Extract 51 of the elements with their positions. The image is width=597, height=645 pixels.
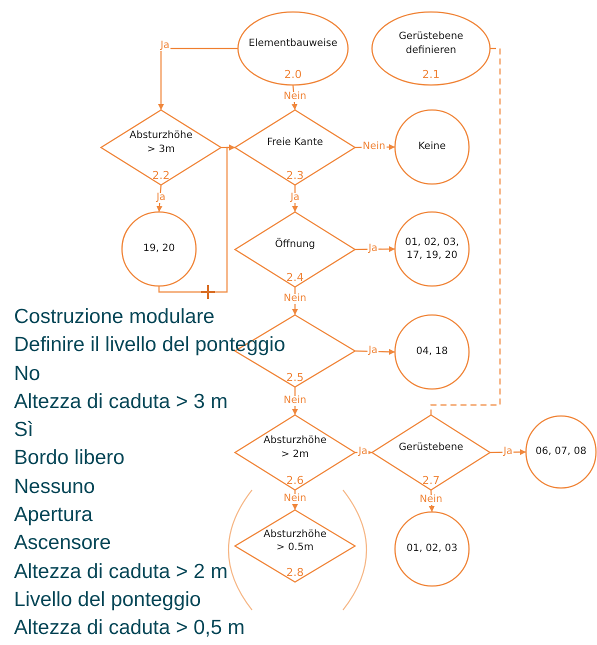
translation-text: Apertura: [14, 502, 93, 528]
edge-label: Nein: [418, 495, 444, 505]
node-label: Öffnung: [274, 238, 316, 252]
node-label: 01, 02, 03: [406, 542, 458, 556]
node-label: Gerüstebene definieren: [398, 30, 464, 57]
step-number: 2.7: [421, 475, 441, 486]
translation-text: Bordo libero: [14, 445, 125, 472]
edge-label: Ja: [367, 244, 379, 254]
connector-line: [430, 48, 501, 415]
node-label: Absturzhöhe > 0.5m: [262, 528, 328, 554]
step-number: 2.6: [285, 475, 305, 486]
translation-text: Altezza di caduta > 3 m: [14, 388, 228, 415]
translation-text: Livello del ponteggio: [14, 586, 201, 613]
edge-label: Ja: [289, 193, 301, 203]
arrow: [158, 144, 235, 293]
node-label: Gerüstebene: [398, 440, 464, 454]
node-label: Absturzhöhe > 3m: [128, 129, 194, 156]
step-number: 2.3: [285, 170, 305, 181]
arrow: [158, 48, 238, 110]
step-number: 2.5: [285, 372, 305, 383]
translation-text: Costruzione modulare: [14, 304, 215, 330]
node-label: Elementbauweise: [248, 36, 338, 50]
edge-label: Ja: [159, 41, 171, 51]
edge-label: Ja: [155, 193, 167, 203]
translation-text: No: [14, 360, 40, 387]
edge-label: Ja: [357, 447, 369, 457]
node-label: Keine: [418, 140, 446, 154]
node-label: 01, 02, 03, 17, 19, 20: [404, 236, 460, 262]
edge-label: Nein: [282, 294, 308, 304]
arrow: [156, 184, 162, 212]
step-number: 2.2: [151, 170, 171, 181]
node-label: 19, 20: [143, 242, 175, 256]
edge-label: Nein: [362, 142, 386, 152]
step-number: 2.8: [285, 567, 305, 578]
translation-text: Altezza di caduta > 0,5 m: [14, 615, 245, 642]
edge-label: Ja: [367, 346, 379, 356]
node-label: Absturzhöhe > 2m: [262, 434, 328, 461]
step-number: 2.4: [285, 272, 305, 283]
translation-text: Sì: [14, 417, 34, 444]
translation-text: Ascensore: [14, 530, 111, 556]
node-label: 04, 18: [416, 345, 448, 359]
translation-text: Nessuno: [14, 474, 95, 500]
node-label: Freie Kante: [266, 136, 324, 150]
edge-label: Nein: [282, 396, 308, 406]
edge-label: Ja: [502, 447, 514, 457]
edge-label: Nein: [282, 494, 308, 504]
edge-label: Nein: [282, 92, 308, 102]
node-label: 06, 07, 08: [536, 445, 586, 459]
translation-text: Altezza di caduta > 2 m: [14, 558, 228, 585]
step-number: 2.0: [283, 69, 303, 80]
step-number: 2.1: [421, 69, 441, 80]
